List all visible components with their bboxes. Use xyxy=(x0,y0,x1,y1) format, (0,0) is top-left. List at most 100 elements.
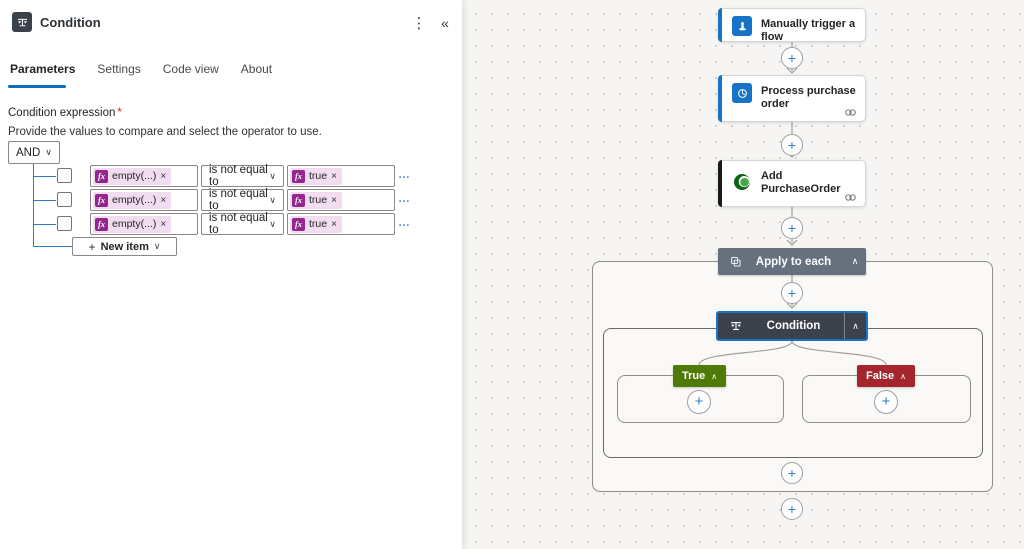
true-branch-badge[interactable]: True ∧ xyxy=(673,365,727,387)
new-item-label: New item xyxy=(100,240,149,253)
condition-properties-panel: Condition ⋮ « Parameters Settings Code v… xyxy=(0,0,462,549)
condition-row: fx empty(...) × is not equal to ∨ fx tru… xyxy=(0,164,462,188)
operator-value: is not equal to xyxy=(209,188,268,212)
plus-icon: + xyxy=(88,239,96,254)
dismiss-icon[interactable]: × xyxy=(160,170,167,182)
add-action-false-branch-button[interactable]: + xyxy=(874,390,898,414)
token-text: true xyxy=(309,194,328,206)
left-operand-field[interactable]: fx empty(...) × xyxy=(90,213,198,235)
token-text: empty(...) xyxy=(112,218,157,230)
node-accent-bar xyxy=(718,160,722,207)
tab-parameters[interactable]: Parameters xyxy=(10,62,76,76)
token-text: empty(...) xyxy=(112,194,157,206)
tree-connector xyxy=(33,176,56,177)
new-item-button[interactable]: + New item ∨ xyxy=(72,237,177,256)
operator-dropdown[interactable]: is not equal to ∨ xyxy=(201,212,284,236)
insert-action-button[interactable]: + xyxy=(781,134,803,156)
row-more-icon[interactable]: … xyxy=(398,215,411,229)
right-operand-field[interactable]: fx true × xyxy=(287,165,395,187)
insert-action-button[interactable]: + xyxy=(781,217,803,239)
collapse-panel-icon[interactable]: « xyxy=(441,15,449,31)
condition-row: fx empty(...) × is not equal to ∨ fx tru… xyxy=(0,212,462,236)
active-tab-underline xyxy=(8,85,66,88)
row-checkbox[interactable] xyxy=(57,216,72,231)
false-branch-badge[interactable]: False ∧ xyxy=(857,365,915,387)
right-operand-field[interactable]: fx true × xyxy=(287,213,395,235)
condition-expression-label: Condition expression* xyxy=(8,107,122,119)
node-accent-bar xyxy=(718,75,722,122)
plus-icon: + xyxy=(787,501,797,517)
node-add-purchaseorder[interactable]: Add PurchaseOrder xyxy=(718,160,866,207)
operator-dropdown[interactable]: is not equal to ∨ xyxy=(201,188,284,212)
tab-code-view[interactable]: Code view xyxy=(162,62,219,76)
chevron-up-icon[interactable]: ∧ xyxy=(844,313,866,339)
plus-icon: + xyxy=(787,285,797,301)
fx-icon: fx xyxy=(95,217,108,231)
condition-row: fx empty(...) × is not equal to ∨ fx tru… xyxy=(0,188,462,212)
expression-token: fx true × xyxy=(290,215,342,233)
required-asterisk: * xyxy=(117,107,122,119)
tab-about[interactable]: About xyxy=(240,62,273,76)
plus-icon: + xyxy=(881,393,891,410)
operator-dropdown[interactable]: is not equal to ∨ xyxy=(201,164,284,188)
more-menu-icon[interactable]: ⋮ xyxy=(411,15,427,32)
fx-icon: fx xyxy=(292,193,305,207)
expression-token: fx empty(...) × xyxy=(93,167,172,185)
tab-settings[interactable]: Settings xyxy=(97,62,141,76)
node-title: Manually trigger a flow xyxy=(761,18,856,43)
node-process-purchase-order[interactable]: Process purchase order xyxy=(718,75,866,122)
chevron-up-icon: ∧ xyxy=(711,371,718,381)
row-checkbox[interactable] xyxy=(57,168,72,183)
left-operand-field[interactable]: fx empty(...) × xyxy=(90,165,198,187)
insert-action-button[interactable]: + xyxy=(781,47,803,69)
row-more-icon[interactable]: … xyxy=(398,191,411,205)
expression-token: fx true × xyxy=(290,167,342,185)
expression-token: fx empty(...) × xyxy=(93,191,172,209)
flow-designer-canvas[interactable]: Manually trigger a flow Process purchase… xyxy=(462,0,1024,549)
tree-connector xyxy=(33,224,56,225)
insert-action-button[interactable]: + xyxy=(781,462,803,484)
dismiss-icon[interactable]: × xyxy=(160,194,167,206)
chevron-down-icon: ∨ xyxy=(269,170,276,181)
dismiss-icon[interactable]: × xyxy=(331,218,337,230)
plus-icon: + xyxy=(787,137,797,153)
branch-label: False xyxy=(866,370,895,382)
expression-token: fx empty(...) × xyxy=(93,215,172,233)
node-condition[interactable]: Condition ∧ xyxy=(716,311,868,341)
dataverse-icon xyxy=(732,172,752,192)
scope-title: Apply to each xyxy=(755,255,832,268)
chevron-down-icon: ∨ xyxy=(269,194,276,205)
condition-expression-description: Provide the values to compare and select… xyxy=(8,126,322,138)
token-text: true xyxy=(309,218,328,230)
dismiss-icon[interactable]: × xyxy=(331,170,337,182)
token-text: empty(...) xyxy=(112,170,157,182)
insert-action-button[interactable]: + xyxy=(781,282,803,304)
expression-token: fx true × xyxy=(290,191,342,209)
condition-scales-icon xyxy=(12,12,32,32)
fx-icon: fx xyxy=(95,169,108,183)
plus-icon: + xyxy=(787,50,797,66)
process-flow-icon xyxy=(732,83,752,103)
panel-tabs: Parameters Settings Code view About xyxy=(10,62,272,82)
row-checkbox[interactable] xyxy=(57,192,72,207)
add-action-true-branch-button[interactable]: + xyxy=(687,390,711,414)
node-title: Add PurchaseOrder xyxy=(761,170,841,195)
manual-trigger-icon xyxy=(732,16,752,36)
node-apply-to-each[interactable]: Apply to each ∧ xyxy=(718,248,866,275)
connection-link-icon xyxy=(844,190,857,201)
operator-value: is not equal to xyxy=(209,164,268,188)
chevron-up-icon[interactable]: ∧ xyxy=(851,256,859,266)
row-more-icon[interactable]: … xyxy=(398,167,411,181)
left-operand-field[interactable]: fx empty(...) × xyxy=(90,189,198,211)
plus-icon: + xyxy=(694,393,704,410)
chevron-down-icon: ∨ xyxy=(45,147,52,157)
right-operand-field[interactable]: fx true × xyxy=(287,189,395,211)
group-operator-dropdown[interactable]: AND ∨ xyxy=(8,141,60,164)
dismiss-icon[interactable]: × xyxy=(160,218,167,230)
group-operator-value: AND xyxy=(16,146,41,159)
dismiss-icon[interactable]: × xyxy=(331,194,337,206)
node-manually-trigger-a-flow[interactable]: Manually trigger a flow xyxy=(718,8,866,43)
chevron-up-icon: ∧ xyxy=(900,371,906,381)
condition-scales-icon xyxy=(729,319,743,333)
insert-action-button[interactable]: + xyxy=(781,498,803,520)
